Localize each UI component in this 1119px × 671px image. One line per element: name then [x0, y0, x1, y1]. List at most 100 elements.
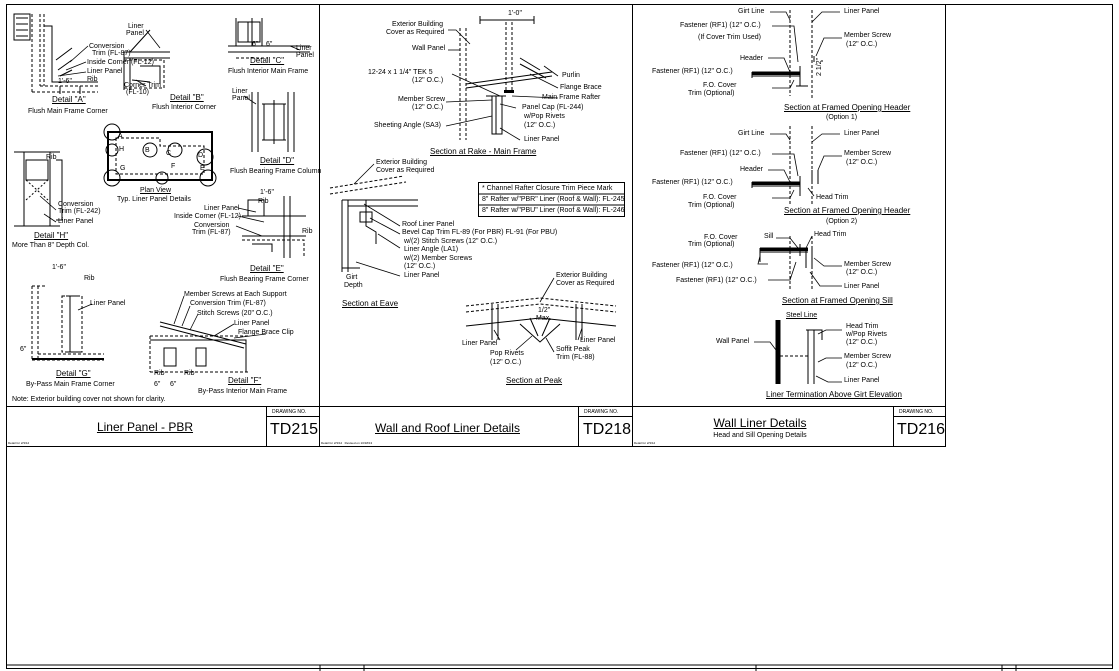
detail-e-title: Detail "E" [250, 264, 284, 273]
term-label-steel-line: Steel Line [786, 312, 818, 319]
sill-label-member-screw: Member Screw [844, 261, 892, 268]
detail-c-label-liner: Liner [296, 45, 312, 52]
wall-roof-details-linework [329, 16, 625, 343]
rake-label-sheeting-angle: Sheeting Angle (SA3) [374, 122, 441, 129]
h2-label-trim-optional: Trim (Optional) [688, 202, 735, 209]
term-title: Liner Termination Above Girt Elevation [766, 390, 902, 399]
detail-b-caption: Flush Interior Corner [152, 104, 217, 111]
detail-h-label-liner-panel: Liner Panel [58, 218, 94, 225]
rake-label-purlin: Purlin [562, 72, 580, 79]
note-box-line-2: 8" Rafter w/"PBR" Liner (Roof & Wall): F… [482, 196, 625, 203]
h2-option: (Option 2) [826, 218, 858, 225]
detail-e-label-inside-corner: Inside Corner (FL-12) [174, 213, 241, 220]
detail-d-label-liner: Liner [232, 88, 248, 95]
panel-frame-wall-liner [632, 4, 946, 447]
rake-label-pop-rivet-spacing: (12" O.C.) [524, 122, 556, 129]
detail-c-label-panel: Panel [296, 52, 314, 59]
detail-f-dim-right: 6" [170, 381, 177, 388]
detail-c-title: Detail "C" [250, 56, 285, 65]
rake-title: Section at Rake - Main Frame [430, 147, 537, 156]
rake-label-cover: Cover as Required [386, 29, 445, 36]
detail-f-label-conversion-trim: Conversion Trim (FL-87) [190, 300, 266, 307]
rake-label-tek-screw: 12-24 x 1 1/4" TEK 5 [368, 69, 433, 76]
rake-dimension: 1'-0" [508, 10, 522, 17]
wall-liner-drawing-subtitle: Head and Sill Opening Details [713, 432, 807, 439]
wall-roof-small-print: Detail for 2/3/12 Revised on 10/18/13 [321, 441, 373, 445]
h2-label-girt-line: Girt Line [738, 130, 765, 137]
detail-b-title: Detail "B" [170, 93, 204, 102]
eave-title: Section at Eave [342, 299, 399, 308]
rake-label-exterior-building: Exterior Building [392, 21, 443, 28]
detail-e-label-liner-panel: Liner Panel [204, 205, 240, 212]
rake-label-flange-brace: Flange Brace [560, 84, 602, 91]
wall-roof-leaders [353, 29, 583, 353]
term-label-member-screw: Member Screw [844, 353, 892, 360]
term-label-liner-panel: Liner Panel [844, 377, 880, 384]
detail-e-label-rib-top: Rib [258, 198, 269, 205]
h1-label-if-cover: (If Cover Trim Used) [698, 34, 762, 41]
wall-roof-drawing-title: Wall and Roof Liner Details [375, 421, 520, 435]
detail-d-title: Detail "D" [260, 156, 295, 165]
peak-label-liner-panel-left: Liner Panel [462, 340, 498, 347]
sill-label-fastener-lower: Fastener (RF1) (12" O.C.) [676, 277, 757, 284]
detail-a-label-conversion: Conversion [89, 43, 125, 50]
detail-h-label-trim: Trim (FL-242) [58, 208, 101, 215]
detail-f-label-flange-brace-clip: Flange Brace Clip [238, 329, 294, 336]
sill-label-liner-panel: Liner Panel [844, 283, 880, 290]
plan-letter-a: A [118, 133, 123, 140]
h1-option: (Option 1) [826, 114, 858, 121]
peak-label-cover: Cover as Required [556, 280, 615, 287]
eave-label-girt: Girt [346, 274, 358, 281]
peak-label-half-inch: 1/2" [538, 307, 551, 314]
eave-label-cover: Cover as Required [376, 167, 435, 174]
peak-label-exterior-building: Exterior Building [556, 272, 607, 279]
h1-label-liner-panel: Liner Panel [844, 8, 880, 15]
detail-f-caption: By-Pass Interior Main Frame [198, 388, 288, 395]
h1-label-trim-optional: Trim (Optional) [688, 90, 735, 97]
h1-label-fo-cover: F.O. Cover [703, 82, 737, 89]
pbr-small-print: Detail for 2/3/12 [8, 441, 30, 445]
rake-label-member-screw: Member Screw [398, 96, 446, 103]
detail-b-label-panel: Panel [126, 30, 144, 37]
eave-label-member-screws: w/(2) Member Screws [404, 255, 473, 262]
plan-letter-f: F [171, 163, 176, 170]
peak-label-soffit-trim: Trim (FL-88) [556, 354, 595, 361]
detail-b-label-liner: Liner [128, 23, 144, 30]
term-label-member-screw-spacing: (12" O.C.) [846, 362, 878, 369]
h1-dimension: 2 1/2" [816, 57, 823, 76]
rafter-note-box [478, 182, 625, 217]
eave-label-exterior-building: Exterior Building [376, 159, 427, 166]
eave-label-bevel-cap: Bevel Cap Trim FL-89 (For PBR) FL-91 (Fo… [402, 229, 558, 236]
plan-letter-e: E [200, 165, 205, 172]
rake-label-panel-cap: Panel Cap (FL-244) [522, 104, 584, 111]
plan-letter-b: B [145, 147, 150, 154]
wall-liner-drawing-title: Wall Liner Details [713, 416, 807, 430]
detail-g-caption: By-Pass Main Frame Corner [26, 381, 115, 388]
pbr-drawing-no: TD215 [270, 421, 319, 438]
detail-g-label-liner-panel: Liner Panel [90, 300, 126, 307]
peak-label-max: Max. [536, 315, 552, 322]
pbr-drawing-title: Liner Panel - PBR [96, 420, 194, 434]
h1-title: Section at Framed Opening Header [784, 103, 911, 112]
detail-f-label-rib-right: Rib [184, 370, 195, 377]
detail-e-caption: Flush Bearing Frame Corner [220, 276, 309, 283]
detail-a-label-trim: Trim (FL-87) [92, 50, 131, 57]
detail-a-title: Detail "A" [52, 95, 86, 104]
eave-label-roof-liner-panel: Roof Liner Panel [402, 221, 455, 228]
peak-label-soffit-peak: Soffit Peak [556, 346, 590, 353]
note-box-line-1: * Channel Rafter Closure Trim Piece Mark [482, 185, 613, 192]
detail-a-caption: Flush Main Frame Corner [28, 108, 108, 115]
wall-roof-drawing-no-label: DRAWING NO. [584, 409, 619, 415]
h1-label-girt-line: Girt Line [738, 8, 765, 15]
detail-e-label-conversion: Conversion [194, 222, 230, 229]
detail-e-label-rib-side: Rib [302, 228, 313, 235]
h2-label-member-screw: Member Screw [844, 150, 892, 157]
detail-g-dimension: 1'-6" [52, 264, 66, 271]
detail-h-label-conversion: Conversion [58, 201, 94, 208]
detail-a-label-rib: Rib [87, 76, 98, 83]
detail-a-label-liner-panel: Liner Panel [87, 68, 123, 75]
detail-g-label-rib: Rib [84, 275, 95, 282]
rake-label-pop-rivets: w/Pop Rivets [524, 113, 565, 120]
